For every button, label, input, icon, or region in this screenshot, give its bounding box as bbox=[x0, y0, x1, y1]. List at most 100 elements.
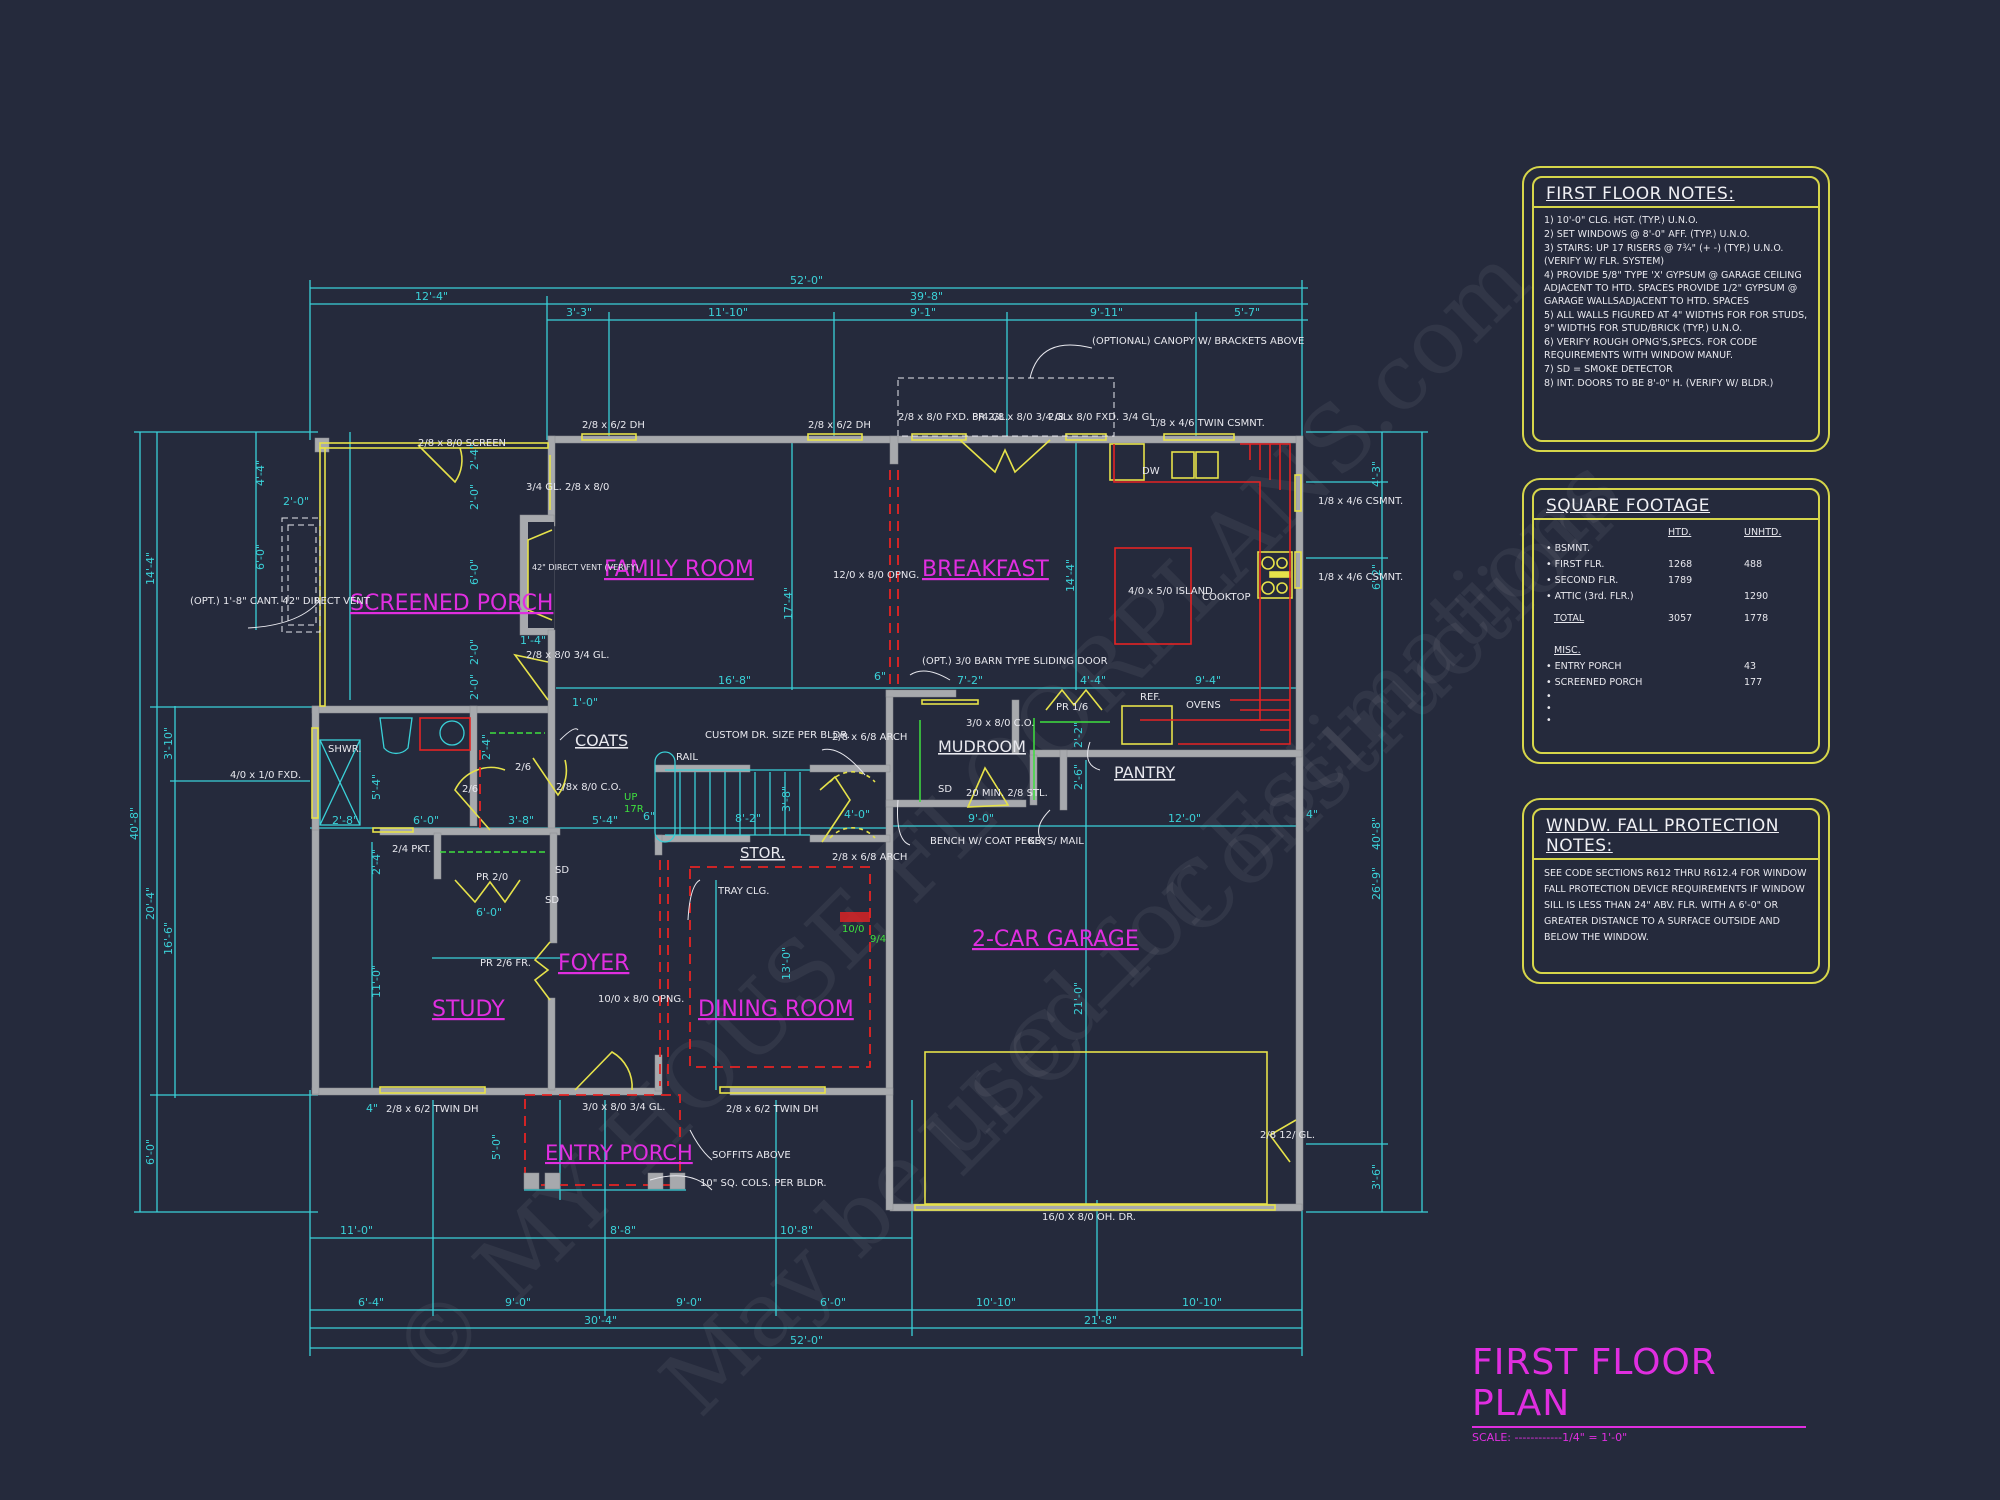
svg-text:6'-4": 6'-4" bbox=[358, 1296, 384, 1309]
svg-text:2'-0": 2'-0" bbox=[468, 674, 481, 700]
svg-text:2'-2": 2'-2" bbox=[1072, 722, 1085, 748]
svg-text:1/8 x 4/6 CSMNT.: 1/8 x 4/6 CSMNT. bbox=[1318, 572, 1403, 583]
svg-text:40'-8": 40'-8" bbox=[1370, 817, 1383, 850]
svg-text:6'-2": 6'-2" bbox=[1370, 564, 1383, 590]
svg-text:3/0 x 8/0 C.O.: 3/0 x 8/0 C.O. bbox=[966, 718, 1034, 729]
room-pantry: PANTRY bbox=[1114, 763, 1175, 782]
room-mudroom: MUDROOM bbox=[938, 737, 1026, 756]
sf-row: • ATTIC (3rd. FLR.)1290 bbox=[1546, 590, 1769, 602]
svg-text:11'-0": 11'-0" bbox=[370, 965, 383, 998]
svg-text:10'-8": 10'-8" bbox=[780, 1224, 813, 1237]
dashed-outlines bbox=[281, 377, 1115, 633]
room-coats: COATS bbox=[575, 731, 628, 750]
dimension-text: 52'-0" 12'-4" 39'-8" 3'-3" 11'-10" 9'-1"… bbox=[128, 274, 1383, 1347]
svg-text:2/8 x 6/2 DH: 2/8 x 6/2 DH bbox=[808, 420, 871, 431]
leader-lines bbox=[247, 344, 1101, 1191]
note-item: 7) SD = SMOKE DETECTOR bbox=[1544, 364, 1673, 375]
svg-text:SOFFITS ABOVE: SOFFITS ABOVE bbox=[712, 1150, 791, 1161]
svg-text:4'-3": 4'-3" bbox=[1370, 461, 1383, 487]
svg-text:2'-4": 2'-4" bbox=[480, 734, 493, 760]
svg-text:6'-0": 6'-0" bbox=[413, 814, 439, 827]
first-floor-notes-panel: FIRST FLOOR NOTES: 1) 10'-0" CLG. HGT. (… bbox=[1522, 166, 1830, 452]
svg-text:21'-0": 21'-0" bbox=[1072, 982, 1085, 1015]
svg-text:3'-10": 3'-10" bbox=[162, 727, 175, 760]
room-foyer: FOYER bbox=[558, 951, 629, 976]
sf-row: • BSMNT. bbox=[1546, 542, 1591, 554]
sf-misc-row: • bbox=[1546, 702, 1552, 714]
svg-text:10/0: 10/0 bbox=[842, 924, 864, 935]
svg-text:2/4 PKT.: 2/4 PKT. bbox=[392, 844, 431, 855]
svg-text:17'-4": 17'-4" bbox=[782, 587, 795, 620]
svg-text:4": 4" bbox=[1306, 808, 1318, 821]
room-stor: STOR. bbox=[740, 844, 785, 862]
svg-text:2'-4": 2'-4" bbox=[370, 849, 383, 875]
svg-text:2/8 x 6/2 TWIN DH: 2/8 x 6/2 TWIN DH bbox=[726, 1104, 818, 1115]
room-study: STUDY bbox=[432, 997, 505, 1022]
svg-text:2/8 x 6/2 TWIN DH: 2/8 x 6/2 TWIN DH bbox=[386, 1104, 478, 1115]
svg-text:12/0 x 8/0 OPNG.: 12/0 x 8/0 OPNG. bbox=[833, 570, 919, 581]
svg-text:2'-6": 2'-6" bbox=[1072, 764, 1085, 790]
svg-text:20'-4": 20'-4" bbox=[144, 887, 157, 920]
svg-text:26'-9": 26'-9" bbox=[1370, 867, 1383, 900]
svg-text:OVENS: OVENS bbox=[1186, 700, 1221, 711]
fall-protection-panel: WNDW. FALL PROTECTION NOTES: SEE CODE SE… bbox=[1522, 798, 1830, 984]
svg-text:7'-2": 7'-2" bbox=[957, 674, 983, 687]
svg-text:20 MIN. 2/8 STL.: 20 MIN. 2/8 STL. bbox=[966, 788, 1048, 799]
svg-text:4/0 x 5/0 ISLAND: 4/0 x 5/0 ISLAND bbox=[1128, 586, 1213, 597]
square-footage-heading: SQUARE FOOTAGE bbox=[1534, 490, 1818, 520]
svg-text:SHWR.: SHWR. bbox=[328, 744, 362, 755]
svg-text:6'-0": 6'-0" bbox=[254, 544, 267, 570]
sf-header-row: HTD. UNHTD. bbox=[1668, 526, 1782, 538]
svg-text:4/0 x 1/0 FXD.: 4/0 x 1/0 FXD. bbox=[230, 770, 301, 781]
svg-text:14'-4": 14'-4" bbox=[1064, 559, 1077, 592]
svg-text:PR 2/8 x 8/0 3/4 GL.: PR 2/8 x 8/0 3/4 GL. bbox=[972, 412, 1072, 423]
svg-text:(OPT.) 1'-8" CANT. 42" DIRECT: (OPT.) 1'-8" CANT. 42" DIRECT VENT bbox=[190, 596, 371, 607]
svg-text:8'-2": 8'-2" bbox=[735, 812, 761, 825]
svg-text:3/4 GL. 2/8 x 8/0: 3/4 GL. 2/8 x 8/0 bbox=[526, 482, 609, 493]
svg-text:2/8 x 8/0 3/4 GL.: 2/8 x 8/0 3/4 GL. bbox=[526, 650, 609, 661]
note-item: 4) PROVIDE 5/8" TYPE 'X' GYPSUM @ GARAGE… bbox=[1544, 270, 1802, 307]
svg-text:21'-8": 21'-8" bbox=[1084, 1314, 1117, 1327]
svg-text:9'-11": 9'-11" bbox=[1090, 306, 1123, 319]
note-item: 2) SET WINDOWS @ 8'-0" AFF. (TYP.) U.N.O… bbox=[1544, 229, 1750, 240]
svg-text:SD: SD bbox=[938, 784, 952, 795]
svg-text:4'-4": 4'-4" bbox=[1080, 674, 1106, 687]
drawing-title-block: FIRST FLOOR PLAN SCALE: ------------1/4"… bbox=[1472, 1342, 1806, 1444]
svg-text:17R: 17R bbox=[624, 804, 644, 815]
svg-text:4'-4": 4'-4" bbox=[254, 460, 267, 486]
svg-text:52'-0": 52'-0" bbox=[790, 274, 823, 287]
room-family-room: FAMILY ROOM bbox=[604, 557, 754, 582]
svg-text:RAIL: RAIL bbox=[676, 752, 698, 763]
svg-text:2/6: 2/6 bbox=[515, 762, 531, 773]
svg-text:12'-0": 12'-0" bbox=[1168, 812, 1201, 825]
note-item: 8) INT. DOORS TO BE 8'-0" H. (VERIFY W/ … bbox=[1544, 378, 1774, 389]
svg-text:9'-1": 9'-1" bbox=[910, 306, 936, 319]
svg-text:SD: SD bbox=[555, 865, 569, 876]
svg-text:2/8 12/ GL.: 2/8 12/ GL. bbox=[1260, 1130, 1315, 1141]
note-item: 5) ALL WALLS FIGURED AT 4" WIDTHS FOR FO… bbox=[1544, 310, 1808, 334]
svg-text:PR 1/6: PR 1/6 bbox=[1056, 702, 1088, 713]
shelving bbox=[440, 718, 1110, 853]
sf-misc-row: • bbox=[1546, 714, 1552, 726]
svg-text:11'-10": 11'-10" bbox=[708, 306, 748, 319]
svg-text:UP: UP bbox=[624, 792, 637, 803]
fall-protection-body: SEE CODE SECTIONS R612 THRU R612.4 FOR W… bbox=[1544, 868, 1807, 943]
svg-text:10/0 x 8/0 OPNG.: 10/0 x 8/0 OPNG. bbox=[598, 994, 684, 1005]
dimension-lines bbox=[134, 280, 1428, 1356]
svg-text:1'-4": 1'-4" bbox=[520, 634, 546, 647]
svg-text:52'-0": 52'-0" bbox=[790, 1334, 823, 1347]
svg-text:PR 2/0: PR 2/0 bbox=[476, 872, 508, 883]
svg-text:2/8 x 6/2 DH: 2/8 x 6/2 DH bbox=[582, 420, 645, 431]
svg-text:5'-4": 5'-4" bbox=[592, 814, 618, 827]
svg-text:5'-0": 5'-0" bbox=[490, 1134, 503, 1160]
svg-text:3/0 x 8/0 3/4 GL.: 3/0 x 8/0 3/4 GL. bbox=[582, 1102, 665, 1113]
fall-protection-heading: WNDW. FALL PROTECTION NOTES: bbox=[1534, 810, 1818, 860]
svg-text:(OPTIONAL) CANOPY W/ BRACKETS: (OPTIONAL) CANOPY W/ BRACKETS ABOVE bbox=[1092, 336, 1304, 347]
watermark: © MY HOUSE FLOORPLANS.com May be used fo… bbox=[371, 227, 1639, 1435]
room-dining-room: DINING ROOM bbox=[698, 997, 854, 1022]
svg-text:3'-3": 3'-3" bbox=[566, 306, 592, 319]
